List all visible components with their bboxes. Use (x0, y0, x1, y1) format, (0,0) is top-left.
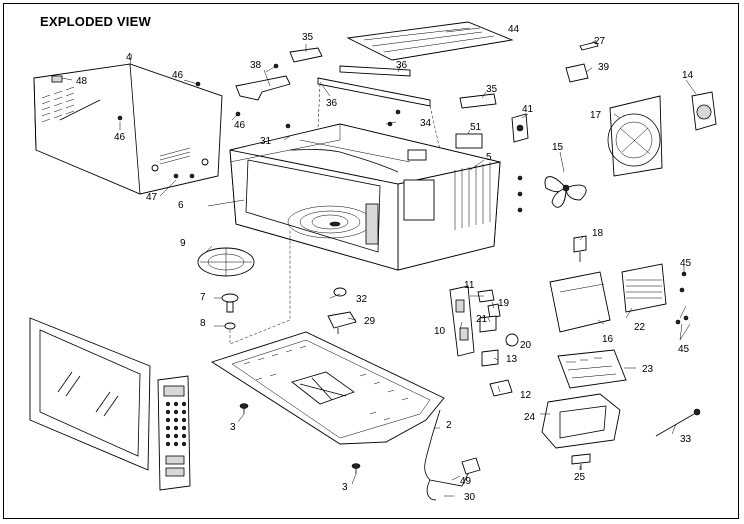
outer-cabinet (33, 63, 223, 195)
probe-33 (655, 408, 701, 437)
callout-13: 13 (506, 354, 518, 365)
roller-ring-9 (197, 247, 255, 277)
callout-32: 32 (356, 294, 368, 305)
latch-board-10 (449, 285, 475, 357)
callout-31: 31 (260, 136, 272, 147)
transformer-bracket-24 (541, 393, 621, 449)
callout-36b: 36 (326, 98, 338, 109)
callout-35b: 35 (486, 84, 498, 95)
callout-20: 20 (520, 340, 532, 351)
callout-18: 18 (592, 228, 604, 239)
circuit-board-23 (557, 349, 627, 389)
callout-4: 4 (126, 52, 132, 63)
diagram-title: EXPLODED VIEW (40, 14, 151, 29)
callout-39: 39 (598, 62, 610, 73)
latch-41 (511, 113, 529, 143)
callout-14: 14 (682, 70, 694, 81)
callout-38: 38 (250, 60, 262, 71)
callout-21: 21 (476, 314, 488, 325)
callout-5: 5 (486, 152, 492, 163)
foot-25 (571, 453, 591, 470)
callout-46b: 46 (114, 132, 126, 143)
callout-6: 6 (178, 200, 184, 211)
coupler-7 (221, 293, 239, 313)
guide-dash-8 (229, 230, 291, 345)
callout-25: 25 (574, 472, 586, 483)
callout-23: 23 (642, 364, 654, 375)
callout-7: 7 (200, 292, 206, 303)
callout-22: 22 (634, 322, 646, 333)
switch-19 (487, 303, 501, 319)
oven-cavity (229, 123, 501, 271)
callout-49: 49 (460, 476, 472, 487)
rails-36 (317, 65, 441, 151)
switch-13 (481, 349, 499, 367)
callout-34: 34 (420, 118, 432, 129)
callout-45b: 45 (678, 344, 690, 355)
callout-35a: 35 (302, 32, 314, 43)
callout-41: 41 (522, 104, 534, 115)
bracket-35-mid (459, 93, 497, 109)
bracket-35-top (289, 47, 323, 63)
callout-51: 51 (470, 122, 482, 133)
fan-motor-14 (691, 91, 717, 131)
callout-29: 29 (364, 316, 376, 327)
callout-3b: 3 (342, 482, 348, 493)
switch-21 (479, 315, 497, 333)
callout-17: 17 (590, 110, 602, 121)
callout-46c: 46 (234, 120, 246, 131)
callout-47: 47 (146, 192, 158, 203)
leader-lines (61, 27, 697, 497)
callout-10: 10 (434, 326, 446, 337)
callout-27: 27 (594, 36, 606, 47)
callout-48: 48 (76, 76, 88, 87)
callout-3a: 3 (230, 422, 236, 433)
callout-9: 9 (180, 238, 186, 249)
magnetron-duct-16 (549, 271, 611, 333)
label-51 (455, 133, 483, 149)
callout-12: 12 (520, 390, 532, 401)
callout-44: 44 (508, 24, 520, 35)
callout-16: 16 (602, 334, 614, 345)
fan-blade-15 (544, 176, 587, 208)
connector-27-39 (565, 41, 599, 83)
callout-15: 15 (552, 142, 564, 153)
callout-46a: 46 (172, 70, 184, 81)
control-panel (157, 375, 191, 491)
callout-11: 11 (464, 280, 475, 291)
callout-8: 8 (200, 318, 206, 329)
callout-33: 33 (680, 434, 692, 445)
base-plate (210, 331, 445, 445)
callout-36a: 36 (396, 60, 408, 71)
callout-24: 24 (524, 412, 536, 423)
power-cord (424, 409, 481, 501)
fan-duct-17 (607, 95, 663, 177)
bracket-38 (235, 75, 291, 101)
washer-8 (224, 322, 236, 330)
foot-screw-3b (351, 463, 361, 474)
turntable-motor-29 (327, 311, 357, 334)
top-cover-44 (346, 21, 514, 61)
coupler-32 (333, 287, 347, 297)
door-assembly (29, 317, 151, 471)
callout-45a: 45 (680, 258, 692, 269)
callout-2: 2 (446, 420, 452, 431)
foot-screw-3a (239, 403, 249, 414)
lever-11 (477, 289, 495, 303)
callout-30: 30 (464, 492, 476, 503)
callout-19: 19 (498, 298, 510, 309)
magnetron-22 (621, 263, 667, 313)
switch-20 (505, 333, 519, 347)
fuse-12 (489, 379, 513, 397)
thermal-cutout-18 (573, 235, 587, 262)
